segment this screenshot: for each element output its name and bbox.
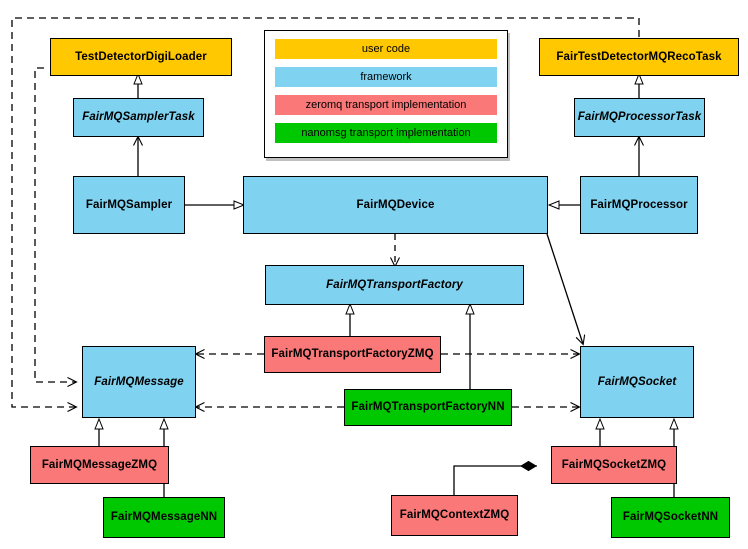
legend-label-nanomsg: nanomsg transport implementation (301, 127, 471, 139)
class-node-fairmq-sampler-task[interactable]: FairMQSamplerTask (73, 98, 204, 137)
legend-label-user-code: user code (361, 43, 411, 55)
class-node-fairmq-sampler[interactable]: FairMQSampler (73, 176, 185, 234)
legend-panel: user code framework zeromq transport imp… (264, 30, 508, 158)
class-node-fairmq-socket-nn[interactable]: FairMQSocketNN (611, 497, 730, 538)
legend-item-framework: framework (275, 67, 497, 87)
legend-label-zeromq: zeromq transport implementation (305, 99, 467, 111)
class-node-fairmq-transport-factory[interactable]: FairMQTransportFactory (265, 265, 524, 305)
class-node-fairmq-device[interactable]: FairMQDevice (243, 176, 548, 234)
class-node-fairmq-context-zmq[interactable]: FairMQContextZMQ (391, 495, 518, 536)
class-node-fairmq-transport-factory-nn[interactable]: FairMQTransportFactoryNN (344, 389, 512, 426)
class-node-test-detector-digi-loader[interactable]: TestDetectorDigiLoader (50, 38, 232, 76)
legend-item-nanomsg: nanomsg transport implementation (275, 123, 497, 143)
class-node-fairmq-message[interactable]: FairMQMessage (82, 346, 196, 418)
legend-label-framework: framework (360, 71, 412, 83)
class-node-fairmq-socket[interactable]: FairMQSocket (580, 346, 694, 418)
legend-item-zeromq: zeromq transport implementation (275, 95, 497, 115)
class-node-fairmq-message-nn[interactable]: FairMQMessageNN (103, 497, 225, 538)
class-node-fair-test-detector-mq-reco-task[interactable]: FairTestDetectorMQRecoTask (539, 38, 739, 76)
class-node-fairmq-socket-zmq[interactable]: FairMQSocketZMQ (551, 446, 677, 484)
class-node-fairmq-transport-factory-zmq[interactable]: FairMQTransportFactoryZMQ (264, 336, 441, 373)
class-node-fairmq-processor-task[interactable]: FairMQProcessorTask (574, 98, 705, 137)
legend-item-user-code: user code (275, 39, 497, 59)
class-node-fairmq-message-zmq[interactable]: FairMQMessageZMQ (30, 446, 169, 484)
class-node-fairmq-processor[interactable]: FairMQProcessor (580, 176, 698, 234)
